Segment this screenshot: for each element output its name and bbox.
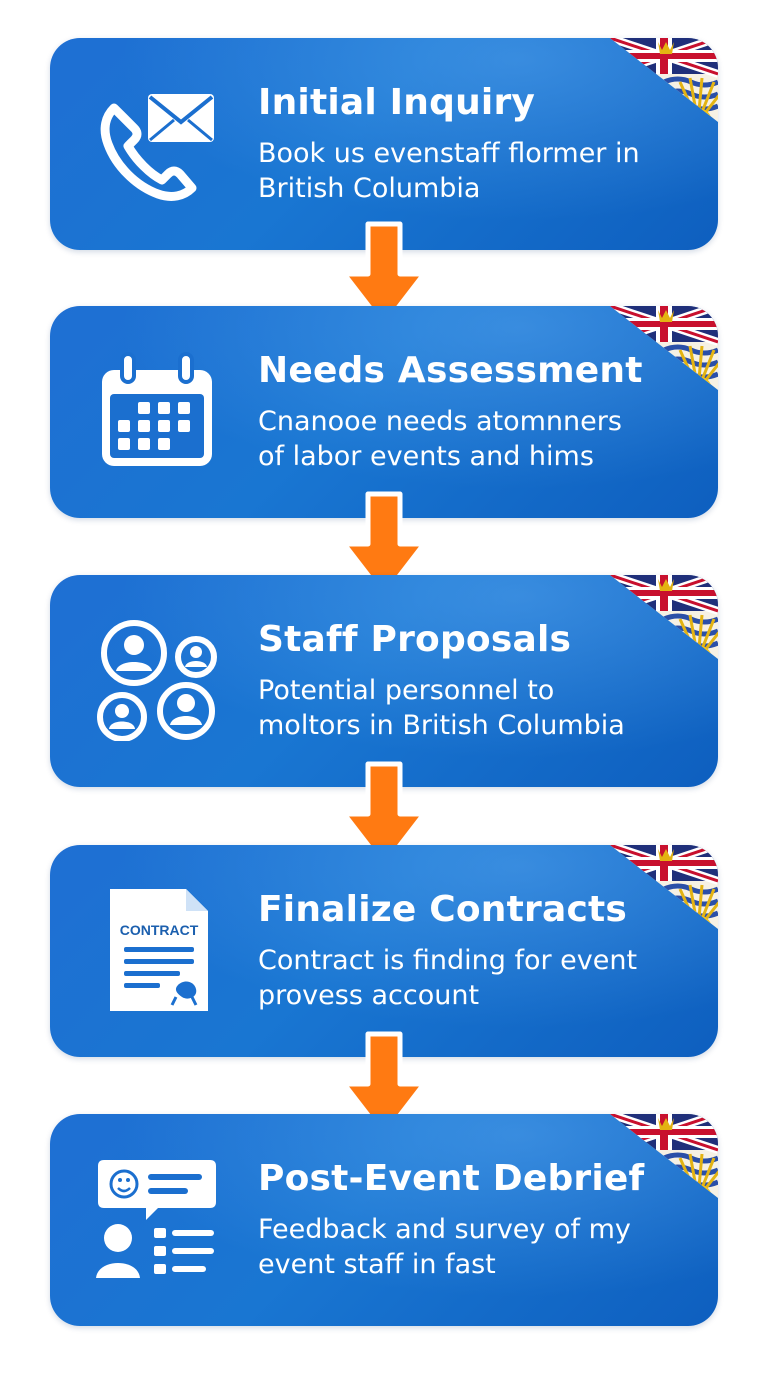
phone-mail-icon (100, 94, 214, 201)
step-description-line: Contract is finding for event (258, 945, 638, 976)
down-arrow-icon (341, 491, 427, 599)
down-arrow-icon (341, 221, 427, 329)
step-description-line: Book us evenstaff flormer in (258, 138, 640, 169)
step-description: Book us evenstaff flormer in British Col… (258, 136, 678, 206)
step-card-initial-inquiry: Initial Inquiry Book us evenstaff florme… (50, 38, 718, 250)
step-card-post-event-debrief: Post-Event Debrief Feedback and survey o… (50, 1114, 718, 1326)
step-description-line: of labor events and hims (258, 441, 594, 472)
british-columbia-flag-icon (610, 38, 718, 122)
step-card-staff-proposals: Staff Proposals Potential personnel to m… (50, 575, 718, 787)
down-arrow-icon (341, 761, 427, 869)
step-description-line: provess account (258, 980, 480, 1011)
step-description: Potential personnel to moltors in Britis… (258, 673, 678, 743)
step-description: Cnanooe needs atomnners of labor events … (258, 404, 678, 474)
step-description: Contract is finding for event provess ac… (258, 943, 678, 1013)
british-columbia-flag-icon (610, 575, 718, 659)
step-card-finalize-contracts: CONTRACT Finalize Contracts Contract is … (50, 845, 718, 1057)
calendar-icon (102, 352, 212, 466)
feedback-survey-icon (96, 1160, 216, 1278)
step-title: Finalize Contracts (258, 889, 628, 930)
step-title: Initial Inquiry (258, 82, 536, 123)
step-title: Needs Assessment (258, 350, 643, 391)
step-description-line: British Columbia (258, 173, 481, 204)
step-description-line: Feedback and survey of my (258, 1214, 631, 1245)
step-description-line: event staff in fast (258, 1249, 496, 1280)
step-description-line: Cnanooe needs atomnners (258, 406, 622, 437)
contract-document-icon: CONTRACT (110, 889, 208, 1011)
down-arrow-icon (341, 1031, 427, 1139)
step-description: Feedback and survey of my event staff in… (258, 1212, 678, 1282)
step-description-line: moltors in British Columbia (258, 710, 625, 741)
step-card-needs-assessment: Needs Assessment Cnanooe needs atomnners… (50, 306, 718, 518)
contract-icon-label: CONTRACT (120, 922, 199, 938)
step-title: Post-Event Debrief (258, 1158, 645, 1199)
people-group-icon (97, 620, 217, 741)
step-title: Staff Proposals (258, 619, 572, 660)
step-description-line: Potential personnel to (258, 675, 555, 706)
